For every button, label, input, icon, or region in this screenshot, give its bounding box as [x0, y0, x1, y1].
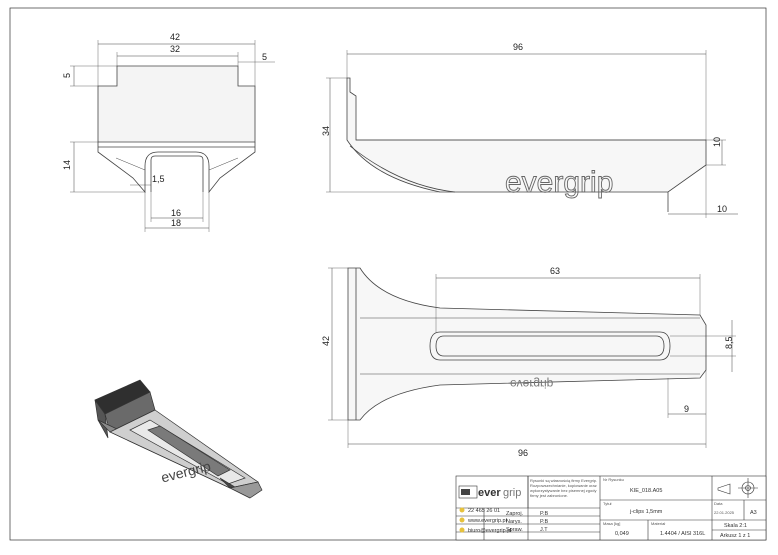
title-block — [455, 475, 767, 541]
dim-front-5-left: 5 — [62, 73, 72, 78]
role-value-3: J.T — [540, 527, 548, 533]
front-view — [70, 40, 275, 232]
format-value: A3 — [750, 510, 757, 516]
dim-front-16: 16 — [171, 208, 181, 218]
dim-front-42: 42 — [170, 32, 180, 42]
phone-icon — [459, 507, 465, 513]
logo-mark — [461, 489, 470, 495]
mass-label: Masa [kg] — [603, 521, 620, 526]
dim-side-96: 96 — [513, 42, 523, 52]
drawing-no: KIE_018.A05 — [630, 488, 662, 494]
date-label: Data — [714, 501, 723, 506]
side-view — [326, 50, 738, 218]
notice-line-2: Rozpowszechnianie, kopiowanie oraz — [530, 483, 597, 488]
scale-value: Skala 2:1 — [724, 523, 747, 529]
logo-ever: ever — [478, 487, 501, 499]
role-label-2: Narys. — [506, 519, 522, 525]
logo-grip: grip — [503, 487, 521, 499]
drawing-title: j-clips 1,5mm — [629, 509, 663, 515]
dim-front-thickness: 1,5 — [152, 174, 165, 184]
dim-top-96: 96 — [518, 448, 528, 458]
dim-side-10-vertical: 10 — [712, 137, 722, 147]
evergrip-part-mark: evergrip — [505, 166, 613, 199]
mass-value: 0,049 — [615, 531, 629, 537]
notice-line-1: Rysunki są własnością firmy Evergrip. — [530, 478, 597, 483]
isometric-view — [94, 379, 263, 499]
notice-line-4: firmy jest zabronione. — [530, 493, 568, 498]
dim-front-5-right: 5 — [262, 52, 267, 62]
dim-front-14: 14 — [62, 160, 72, 170]
role-label-1: Zaproj. — [506, 511, 524, 517]
notice-line-3: wykorzystywanie bez pisemnej zgody — [530, 488, 596, 493]
role-value-1: P.B — [540, 511, 548, 517]
dim-top-8-5: 8,5 — [724, 336, 734, 349]
projection-symbol — [717, 478, 758, 498]
evergrip-mark-mirrored: evergrip — [510, 377, 554, 391]
drawing-border — [9, 7, 767, 541]
drawing-no-label: Nr Rysunku — [603, 477, 624, 482]
material-value: 1.4404 / AISI 316L — [660, 531, 705, 537]
material-label: Materiał — [651, 521, 665, 526]
mail-icon — [459, 527, 465, 533]
dim-top-42: 42 — [321, 336, 331, 346]
role-value-2: P.B — [540, 519, 548, 525]
dim-top-9: 9 — [684, 404, 689, 414]
dim-side-10-horizontal: 10 — [717, 204, 727, 214]
dim-top-63: 63 — [550, 266, 560, 276]
role-label-3: Spraw. — [506, 527, 523, 533]
contact-website: www.evergrip.pl — [467, 518, 507, 524]
dim-side-34: 34 — [321, 126, 331, 136]
contact-email: biuro@evergrip.pl — [468, 528, 512, 534]
date-value: 22.01.2025 — [714, 510, 735, 515]
title-label: Tytuł — [603, 501, 612, 506]
top-view — [328, 267, 736, 448]
sheet-value: Arkusz 1 z 1 — [720, 533, 750, 539]
globe-icon — [459, 517, 465, 523]
contact-phone: 22 465 26 01 — [468, 508, 500, 514]
dim-front-32: 32 — [170, 44, 180, 54]
dim-front-18: 18 — [171, 218, 181, 228]
